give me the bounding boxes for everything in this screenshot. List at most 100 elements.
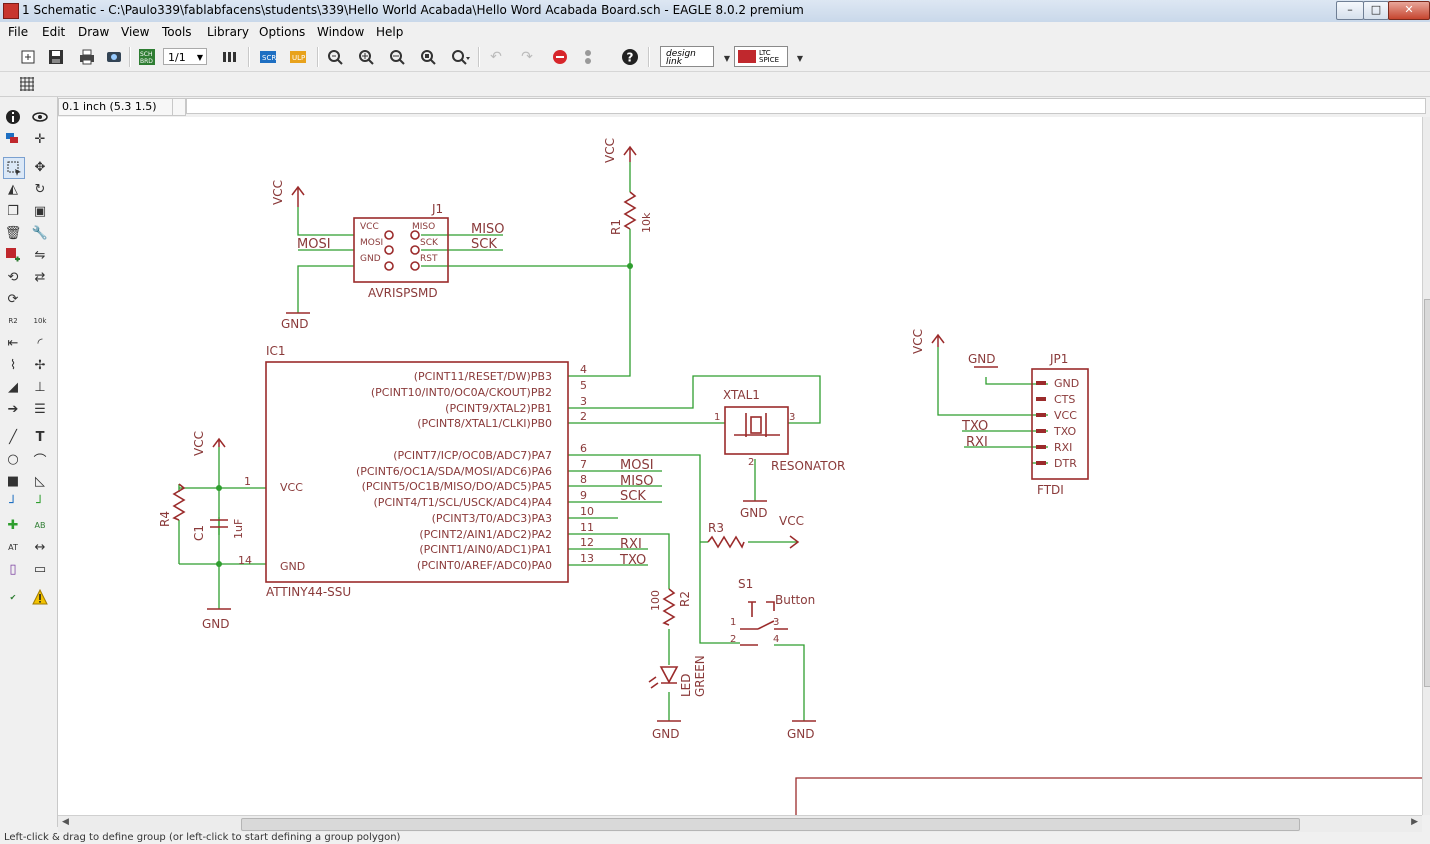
maximize-button[interactable]: □ <box>1363 1 1389 20</box>
menu-tools[interactable]: Tools <box>162 25 192 39</box>
command-input[interactable] <box>186 98 1426 114</box>
ulp-icon[interactable]: ULP <box>288 46 310 68</box>
s1-symbol[interactable] <box>740 601 788 646</box>
wire-ftdi-gnd[interactable] <box>985 377 1048 385</box>
schematic-canvas[interactable]: IC1 ATTINY44-SSU VCC GND 1 14 (PCINT11/R… <box>58 117 1422 815</box>
chevron-down-icon[interactable]: ▼ <box>796 53 804 63</box>
scroll-left-icon[interactable]: ◀ <box>62 817 69 827</box>
zoom-out-icon[interactable] <box>386 46 408 68</box>
arrow-right-icon[interactable]: ➔ <box>7 401 19 417</box>
r2-symbol[interactable] <box>662 588 676 626</box>
bus-icon[interactable]: ┘ <box>9 495 17 511</box>
menu-edit[interactable]: Edit <box>42 25 66 39</box>
wire-gnd-j1[interactable] <box>297 265 354 313</box>
vertical-scrollbar[interactable] <box>1422 117 1430 815</box>
menu-library[interactable]: Library <box>207 25 249 39</box>
command-history-button[interactable] <box>172 98 186 116</box>
zoom-select-icon[interactable] <box>417 46 439 68</box>
wire-ic1-power[interactable] <box>218 447 266 609</box>
open-icon[interactable] <box>17 46 39 68</box>
move-part-icon[interactable]: ⊥ <box>34 379 46 395</box>
xtal1-body[interactable] <box>724 406 789 455</box>
grid-icon[interactable] <box>16 73 38 95</box>
label-icon[interactable]: AB <box>34 520 46 530</box>
circle-icon[interactable]: ○ <box>7 451 19 467</box>
arc-icon[interactable]: ⌒ <box>33 453 47 469</box>
group-select-icon[interactable] <box>3 157 25 179</box>
chevron-down-icon[interactable]: ▼ <box>723 53 731 63</box>
mirror-icon[interactable]: ◭ <box>8 181 18 197</box>
smash-icon[interactable]: ⇤ <box>7 335 19 351</box>
run-ulp-icon[interactable] <box>219 46 241 68</box>
polygon-icon[interactable]: ◺ <box>35 473 45 489</box>
zoom-last-icon[interactable] <box>450 46 472 68</box>
menu-file[interactable]: File <box>8 25 29 39</box>
design-link-button[interactable]: design link <box>660 46 714 67</box>
mark-icon[interactable]: ✛ <box>34 131 46 147</box>
zoom-fit-icon[interactable] <box>324 46 346 68</box>
erc-icon[interactable]: ✔ <box>9 592 17 602</box>
r3-symbol[interactable] <box>707 535 745 549</box>
frame-icon[interactable]: ▯ <box>9 561 17 577</box>
go-icon[interactable] <box>577 46 599 68</box>
gateswap-icon[interactable]: ⇄ <box>34 269 46 285</box>
horizontal-scroll-thumb[interactable] <box>241 818 1300 831</box>
copy-icon[interactable]: ❐ <box>7 203 19 219</box>
wire-ftdi-vcc[interactable] <box>937 347 1048 416</box>
wire-xtal2[interactable] <box>568 375 821 424</box>
errors-warning-icon[interactable] <box>30 587 50 607</box>
miter-icon[interactable]: ◜ <box>37 335 43 351</box>
menu-draw[interactable]: Draw <box>78 25 110 39</box>
minimize-button[interactable]: – <box>1336 1 1364 20</box>
led-symbol[interactable] <box>659 666 679 684</box>
menu-options[interactable]: Options <box>259 25 306 39</box>
r1-symbol[interactable] <box>623 191 637 230</box>
horizontal-scrollbar[interactable]: ◀ ▶ <box>58 815 1422 832</box>
wire-s1-gnd[interactable] <box>774 644 805 721</box>
cam-processor-icon[interactable] <box>103 46 125 68</box>
menu-window[interactable]: Window <box>317 25 365 39</box>
scroll-right-icon[interactable]: ▶ <box>1411 817 1418 827</box>
wire-vcc-j1[interactable] <box>297 207 354 236</box>
wire-pa7[interactable] <box>568 454 740 644</box>
c1-symbol[interactable] <box>210 519 228 528</box>
wire-pa2[interactable] <box>568 533 670 589</box>
undo-icon[interactable]: ↶ <box>490 49 502 65</box>
dimension-icon[interactable]: ↔ <box>34 539 46 555</box>
value-icon[interactable]: 10k <box>33 317 47 325</box>
align-icon[interactable]: ☰ <box>34 401 46 417</box>
menu-help[interactable]: Help <box>376 25 404 39</box>
net-icon[interactable]: ┘ <box>36 495 44 511</box>
optimize-icon[interactable]: ✢ <box>34 357 46 373</box>
eagle-app-icon[interactable] <box>3 3 19 19</box>
show-eye-icon[interactable] <box>30 107 50 127</box>
ic1-body[interactable] <box>265 361 569 583</box>
wire-reset[interactable] <box>568 229 631 377</box>
name-icon[interactable]: R2 <box>8 317 18 325</box>
pinswap-icon[interactable]: ⇋ <box>34 247 46 263</box>
j1-body[interactable] <box>353 217 449 283</box>
junction-icon[interactable]: ✚ <box>7 517 19 533</box>
close-button[interactable]: ✕ <box>1388 1 1430 20</box>
stop-icon[interactable] <box>549 46 571 68</box>
menu-view[interactable]: View <box>121 25 150 39</box>
jp1-body[interactable] <box>1031 368 1089 480</box>
split-icon[interactable]: ⌇ <box>9 357 17 373</box>
module-icon[interactable]: ▭ <box>33 561 47 577</box>
script-icon[interactable]: SCR <box>258 46 280 68</box>
ltspice-button[interactable]: LTC SPICE <box>734 46 788 67</box>
line-icon[interactable]: ╱ <box>9 429 17 445</box>
delete-icon[interactable]: 🗑 <box>4 225 22 241</box>
r4-symbol[interactable] <box>172 483 186 521</box>
add-part-icon[interactable] <box>3 245 23 265</box>
text-icon[interactable]: T <box>35 429 45 445</box>
replace-icon[interactable]: ⟲ <box>7 269 19 285</box>
redo-icon[interactable]: ↷ <box>521 49 533 65</box>
rotate-icon[interactable]: ↻ <box>34 181 46 197</box>
wire-r4-c1[interactable] <box>179 487 219 565</box>
layer-display-icon[interactable] <box>3 129 23 149</box>
sheet-select[interactable]: 1/1 ▼ <box>163 48 207 65</box>
paste-icon[interactable]: ▣ <box>33 203 47 219</box>
vertical-scroll-thumb[interactable] <box>1424 299 1430 687</box>
